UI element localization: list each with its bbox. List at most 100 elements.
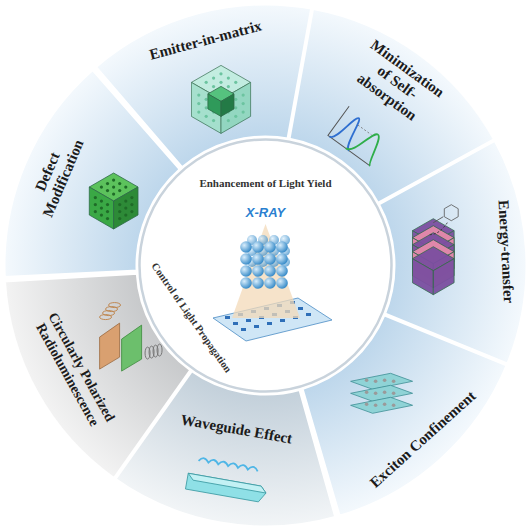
lattice-dot bbox=[94, 196, 97, 199]
lattice-dot bbox=[227, 119, 230, 122]
emitter-icon bbox=[191, 65, 250, 133]
pixel bbox=[306, 313, 311, 316]
cube-face bbox=[114, 187, 138, 229]
emission-peak bbox=[346, 124, 388, 166]
xray-label: X-RAY bbox=[246, 205, 285, 220]
pixel bbox=[298, 307, 303, 310]
ring-title: Enhancement of Light Yield bbox=[199, 177, 331, 189]
pixel bbox=[254, 325, 259, 328]
emitter-cube bbox=[208, 86, 234, 116]
lattice-dot bbox=[227, 77, 230, 80]
lattice-dot bbox=[234, 106, 237, 109]
lattice-dot bbox=[106, 189, 109, 192]
lattice-dot bbox=[212, 85, 215, 88]
lattice-dot bbox=[197, 111, 200, 114]
cube-face bbox=[208, 94, 221, 117]
segment-text: Waveguide Effect bbox=[177, 411, 295, 448]
lattice-dot bbox=[94, 210, 97, 213]
lattice-dot bbox=[197, 94, 200, 97]
spectrum-icon bbox=[328, 106, 391, 166]
lattice-sphere bbox=[276, 241, 288, 253]
segment-text: Circularly Polarized Radioluminescence bbox=[25, 299, 124, 442]
lattice-dot bbox=[234, 115, 237, 118]
pixel bbox=[280, 319, 285, 322]
pixel bbox=[233, 322, 238, 325]
lattice-dot bbox=[242, 94, 245, 97]
chiral-plate bbox=[122, 325, 142, 371]
segment-text: Energy-transfer bbox=[494, 198, 517, 306]
exciton-dot bbox=[383, 391, 387, 395]
stokes-shift bbox=[358, 125, 372, 135]
segment-label: Circularly Polarized Radioluminescence bbox=[25, 299, 124, 442]
lattice-sphere bbox=[240, 265, 252, 277]
lattice-sphere bbox=[252, 265, 264, 277]
exciton-dot bbox=[365, 379, 369, 383]
lattice-dot bbox=[130, 210, 133, 213]
chiral-plate bbox=[100, 323, 120, 369]
spectrum-axes bbox=[328, 106, 391, 166]
quantum-well-layer bbox=[351, 397, 413, 413]
segment-text: Exciton Confinement bbox=[366, 387, 482, 494]
lattice-dot bbox=[112, 185, 115, 188]
lattice-dot bbox=[100, 206, 103, 209]
lattice-dot bbox=[118, 210, 121, 213]
lattice-dot bbox=[124, 213, 127, 216]
energy-icon bbox=[412, 205, 458, 295]
segment-label: Emitter-in-matrix bbox=[146, 17, 266, 65]
ring-title: Control of Light Propagation bbox=[150, 260, 234, 374]
lattice-dot bbox=[234, 81, 237, 84]
segment-label: Waveguide Effect bbox=[177, 411, 295, 448]
segment-text: Defect Modification bbox=[19, 119, 93, 232]
molecule-ring bbox=[444, 205, 458, 221]
lattice-dot bbox=[219, 81, 222, 84]
lattice-dot bbox=[100, 185, 103, 188]
absorption-peak bbox=[330, 111, 368, 151]
segment-label: Exciton Confinement bbox=[366, 387, 482, 494]
segment-label: Defect Modification bbox=[19, 119, 93, 232]
lattice-dot bbox=[205, 115, 208, 118]
defect-cube bbox=[89, 173, 138, 229]
lattice-dot bbox=[124, 206, 127, 209]
lattice-dot bbox=[106, 217, 109, 220]
lattice-sphere bbox=[276, 277, 288, 289]
lattice-sphere bbox=[264, 253, 276, 265]
pixel bbox=[246, 319, 251, 322]
exciton-dot bbox=[365, 403, 369, 407]
lattice-dot bbox=[234, 98, 237, 101]
lattice-dot bbox=[100, 213, 103, 216]
lattice-dot bbox=[124, 199, 127, 202]
lattice-dot bbox=[118, 217, 121, 220]
pixel bbox=[225, 316, 230, 319]
polarization-spiral bbox=[109, 303, 121, 308]
lattice-dot bbox=[94, 203, 97, 206]
lattice-sphere bbox=[252, 241, 264, 253]
crystal-layer bbox=[412, 247, 454, 295]
waveguide-rod bbox=[185, 473, 267, 503]
lattice-dot bbox=[118, 189, 121, 192]
lattice-dot bbox=[205, 98, 208, 101]
cube-face bbox=[89, 187, 113, 229]
lattice-sphere bbox=[240, 241, 252, 253]
cube-face bbox=[221, 94, 234, 117]
lattice-dot bbox=[112, 178, 115, 181]
exciton-dot bbox=[392, 392, 396, 396]
cube-face bbox=[412, 259, 433, 295]
xray-beam bbox=[232, 224, 300, 318]
exciton-dot bbox=[374, 392, 378, 396]
lattice-dot bbox=[118, 182, 121, 185]
exciton-dot bbox=[383, 403, 387, 407]
lattice-dot bbox=[205, 81, 208, 84]
lattice-dot bbox=[205, 106, 208, 109]
lattice-dot bbox=[130, 203, 133, 206]
lattice-sphere bbox=[240, 277, 252, 289]
pixel bbox=[267, 322, 272, 325]
lattice-sphere bbox=[264, 277, 276, 289]
segment-label: Energy-transfer bbox=[494, 198, 517, 306]
lattice-dot bbox=[130, 196, 133, 199]
lattice-dot bbox=[112, 192, 115, 195]
lattice-sphere bbox=[276, 265, 288, 277]
waveguide-facet bbox=[187, 473, 267, 493]
cube-face bbox=[433, 259, 454, 295]
